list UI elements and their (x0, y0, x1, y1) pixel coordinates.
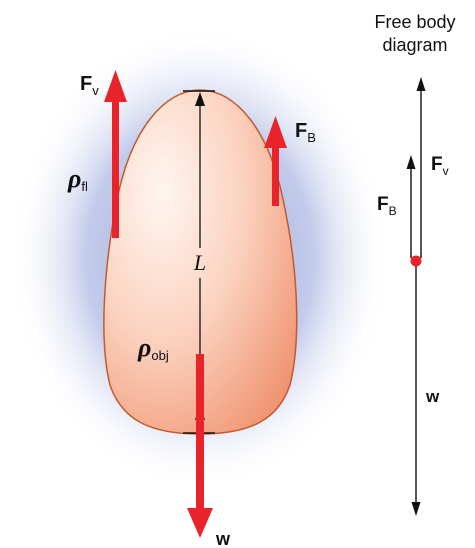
fbd-viscous-label: Fv (431, 154, 449, 178)
fbd-buoyant-label: FB (377, 194, 397, 218)
fbd-weight-vector (412, 265, 421, 516)
fbd-viscous-vector (417, 77, 426, 258)
fbd-weight-label: w (425, 387, 440, 406)
fbd-title-line2: diagram (382, 35, 447, 55)
length-label: L (193, 250, 206, 275)
fbd-title-line1: Free body (374, 12, 455, 32)
fbd-buoyant-vector (407, 155, 416, 258)
fbd-point-object (411, 256, 422, 267)
weight-label: w (215, 529, 231, 548)
